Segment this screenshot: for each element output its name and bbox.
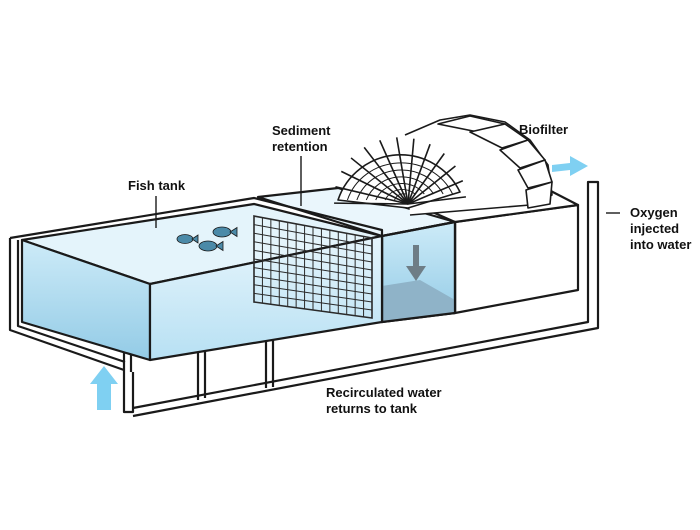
right-arrow-icon bbox=[552, 156, 588, 176]
drum-spoke bbox=[395, 137, 409, 205]
drum-spoke bbox=[335, 186, 409, 205]
fish-tank-label: Fish tank bbox=[128, 178, 186, 193]
sediment-label-line1: Sediment bbox=[272, 123, 331, 138]
oxygen-label-line1: Oxygen bbox=[630, 205, 678, 220]
drum-ring bbox=[394, 193, 406, 201]
recirculated-label-line1: Recirculated water bbox=[326, 385, 442, 400]
sediment-layer bbox=[382, 280, 455, 322]
grid-screen bbox=[253, 215, 373, 319]
drum-ring bbox=[365, 176, 435, 201]
grid-line bbox=[253, 249, 373, 271]
grid-line bbox=[253, 284, 373, 303]
label-fish-tank: Fish tank bbox=[128, 178, 185, 194]
drum-spoke bbox=[350, 157, 409, 205]
drum-spoke bbox=[334, 202, 409, 205]
drum-spoke bbox=[407, 196, 467, 205]
fish-icon bbox=[198, 240, 224, 252]
label-biofilter: Biofilter bbox=[519, 122, 568, 138]
drum-segment bbox=[525, 181, 553, 209]
grid-line bbox=[253, 224, 373, 247]
sediment-label-line2: retention bbox=[272, 139, 328, 154]
grid-line bbox=[253, 275, 373, 295]
fish-icon bbox=[176, 234, 199, 244]
recirculated-label-line2: returns to tank bbox=[326, 401, 418, 416]
drum-spoke bbox=[407, 143, 431, 205]
fish-group bbox=[176, 226, 238, 252]
biofilter-label: Biofilter bbox=[519, 122, 569, 137]
label-sediment: Sediment retention bbox=[272, 123, 331, 155]
grid-line bbox=[253, 232, 373, 255]
label-recirculated: Recirculated water returns to tank bbox=[326, 385, 442, 417]
grid-line bbox=[253, 267, 373, 287]
drum-ring bbox=[375, 182, 425, 201]
grid-line bbox=[253, 241, 373, 263]
biofilter-drum bbox=[334, 114, 553, 216]
grid-line bbox=[253, 292, 373, 311]
drum-ring bbox=[384, 188, 416, 201]
leader-lines bbox=[155, 156, 620, 228]
drum-ring bbox=[356, 169, 444, 201]
drum-ring bbox=[346, 162, 454, 201]
drum-spoke bbox=[407, 180, 464, 205]
fish-icon bbox=[212, 226, 238, 238]
oxygen-label-line3: into water bbox=[630, 237, 692, 252]
up-arrow-icon bbox=[90, 366, 118, 410]
drum-spoke bbox=[407, 165, 456, 205]
label-oxygen: Oxygen injected into water bbox=[630, 205, 691, 253]
drum-spoke bbox=[407, 153, 445, 205]
oxygen-label-line2: injected bbox=[630, 221, 680, 236]
down-arrow-icon bbox=[406, 245, 426, 281]
grid-line bbox=[253, 258, 373, 279]
